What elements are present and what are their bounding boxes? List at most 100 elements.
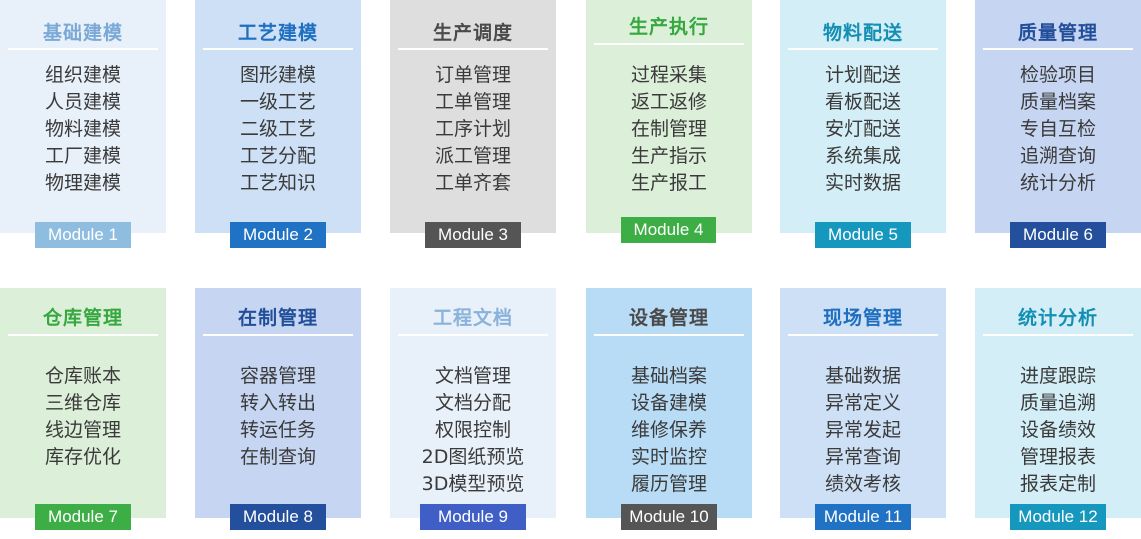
module-9-title: 工程文档	[432, 307, 513, 329]
list-item: 看板配送	[824, 91, 901, 113]
module-9-card: 工程文档文档管理文档分配权限控制 2D图纸预览 3D模型预览	[390, 288, 556, 518]
module-8-badge: Module 8	[230, 504, 326, 530]
module-8-divider	[203, 334, 353, 336]
module-9-item-list: 文档管理文档分配权限控制 2D图纸预览 3D模型预览	[390, 363, 556, 498]
list-item: 文档管理	[434, 365, 511, 387]
list-item: 生产指示	[630, 145, 707, 167]
list-item: 在制查询	[239, 446, 316, 468]
list-item: 过程采集	[630, 64, 707, 86]
list-item: 文档分配	[434, 392, 511, 414]
module-9-badge: Module 9	[420, 504, 526, 530]
list-item: 容器管理	[239, 365, 316, 387]
module-12-card: 统计分析进度跟踪质量追溯设备绩效管理报表报表定制	[975, 288, 1141, 518]
module-5-item-list: 计划配送看板配送安灯配送系统集成实时数据	[780, 62, 946, 197]
module-6-item-list: 检验项目质量档案专自互检追溯查询统计分析	[975, 62, 1141, 197]
list-item: 专自互检	[1019, 118, 1096, 140]
list-item: 转入转出	[239, 392, 316, 414]
module-4-divider	[594, 43, 744, 45]
list-item: 派工管理	[434, 145, 511, 167]
list-item: 系统集成	[824, 145, 901, 167]
list-item: 返工返修	[630, 91, 707, 113]
module-1-title: 基础建模	[42, 22, 123, 44]
module-10-divider	[594, 334, 744, 336]
module-2-title: 工艺建模	[237, 22, 318, 44]
list-item: 维修保养	[630, 419, 707, 441]
module-7-item-list: 仓库账本三维仓库线边管理库存优化	[0, 363, 166, 471]
list-item: 管理报表	[1019, 446, 1096, 468]
module-12-divider	[983, 334, 1133, 336]
list-item: 物理建模	[44, 172, 121, 194]
list-item: 一级工艺	[239, 91, 316, 113]
module-3-item-list: 订单管理工单管理工序计划派工管理工单齐套	[390, 62, 556, 197]
list-item: 工艺分配	[239, 145, 316, 167]
module-2-item-list: 图形建模一级工艺二级工艺工艺分配工艺知识	[195, 62, 361, 197]
list-item: 3D模型预览	[421, 473, 525, 495]
list-item: 异常发起	[824, 419, 901, 441]
module-4-card: 生产执行过程采集返工返修在制管理生产指示生产报工	[586, 0, 752, 233]
module-2-badge: Module 2	[230, 222, 326, 248]
list-item: 质量档案	[1019, 91, 1096, 113]
module-2-divider	[203, 48, 353, 50]
module-12-badge: Module 12	[1010, 504, 1106, 530]
list-item: 工厂建模	[44, 145, 121, 167]
list-item: 实时数据	[824, 172, 901, 194]
module-1-item-list: 组织建模人员建模物料建模工厂建模物理建模	[0, 62, 166, 197]
module-10-card: 设备管理基础档案设备建模维修保养实时监控履历管理	[586, 288, 752, 518]
list-item: 图形建模	[239, 64, 316, 86]
module-6-badge: Module 6	[1010, 222, 1106, 248]
module-6-title: 质量管理	[1017, 22, 1098, 44]
list-item: 工序计划	[434, 118, 511, 140]
list-item: 异常查询	[824, 446, 901, 468]
list-item: 权限控制	[434, 419, 511, 441]
module-1-card: 基础建模组织建模人员建模物料建模工厂建模物理建模	[0, 0, 166, 233]
module-3-divider	[398, 48, 548, 50]
module-9-divider	[398, 334, 548, 336]
list-item: 计划配送	[824, 64, 901, 86]
list-item: 仓库账本	[44, 365, 121, 387]
module-1-divider	[8, 48, 158, 50]
module-5-badge: Module 5	[815, 222, 911, 248]
list-item: 履历管理	[630, 473, 707, 495]
module-3-card: 生产调度订单管理工单管理工序计划派工管理工单齐套	[390, 0, 556, 233]
list-item: 进度跟踪	[1019, 365, 1096, 387]
module-8-card: 在制管理容器管理转入转出转运任务在制查询	[195, 288, 361, 518]
module-7-card: 仓库管理仓库账本三维仓库线边管理库存优化	[0, 288, 166, 518]
list-item: 异常定义	[824, 392, 901, 414]
module-12-title: 统计分析	[1017, 307, 1098, 329]
module-8-item-list: 容器管理转入转出转运任务在制查询	[195, 363, 361, 471]
list-item: 库存优化	[44, 446, 121, 468]
list-item: 2D图纸预览	[421, 446, 525, 468]
list-item: 基础数据	[824, 365, 901, 387]
module-7-divider	[8, 334, 158, 336]
list-item: 组织建模	[44, 64, 121, 86]
list-item: 统计分析	[1019, 172, 1096, 194]
list-item: 绩效考核	[824, 473, 901, 495]
module-11-title: 现场管理	[822, 307, 903, 329]
module-11-card: 现场管理基础数据异常定义异常发起异常查询绩效考核	[780, 288, 946, 518]
list-item: 基础档案	[630, 365, 707, 387]
list-item: 设备建模	[630, 392, 707, 414]
list-item: 安灯配送	[824, 118, 901, 140]
module-5-title: 物料配送	[822, 22, 903, 44]
list-item: 质量追溯	[1019, 392, 1096, 414]
list-item: 设备绩效	[1019, 419, 1096, 441]
list-item: 在制管理	[630, 118, 707, 140]
module-4-title: 生产执行	[628, 16, 709, 38]
module-10-item-list: 基础档案设备建模维修保养实时监控履历管理	[586, 363, 752, 498]
list-item: 工单管理	[434, 91, 511, 113]
module-8-title: 在制管理	[237, 307, 318, 329]
list-item: 工单齐套	[434, 172, 511, 194]
list-item: 线边管理	[44, 419, 121, 441]
module-4-item-list: 过程采集返工返修在制管理生产指示生产报工	[586, 62, 752, 197]
list-item: 报表定制	[1019, 473, 1096, 495]
module-3-title: 生产调度	[432, 22, 513, 44]
list-item: 检验项目	[1019, 64, 1096, 86]
module-6-divider	[983, 48, 1133, 50]
list-item: 生产报工	[630, 172, 707, 194]
list-item: 二级工艺	[239, 118, 316, 140]
list-item: 订单管理	[434, 64, 511, 86]
module-7-badge: Module 7	[35, 504, 131, 530]
module-11-badge: Module 11	[815, 504, 911, 530]
module-4-badge: Module 4	[621, 217, 716, 243]
module-6-card: 质量管理检验项目质量档案专自互检追溯查询统计分析	[975, 0, 1141, 233]
